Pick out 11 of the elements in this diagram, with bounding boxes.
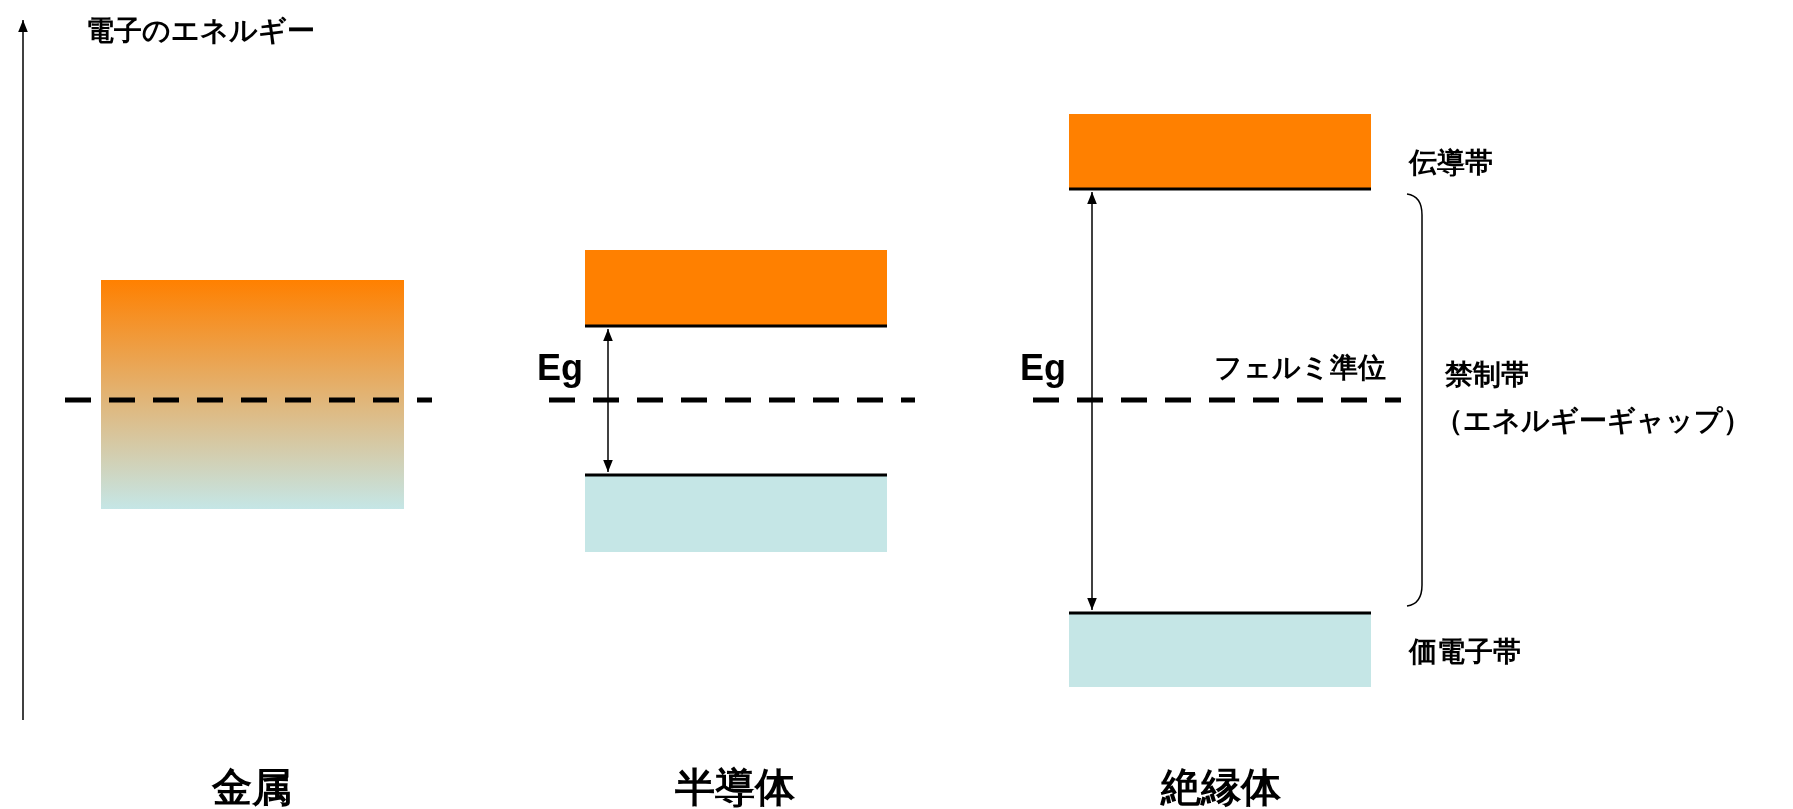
band-label: 伝導帯 [1409,149,1493,177]
fermi-level-label: フェルミ準位 [1214,354,1386,382]
gap-label: Eg [537,350,583,386]
band-label: （エネルギーギャップ） [1435,407,1751,435]
material-label: 半導体 [675,767,795,807]
material-label: 金属 [212,767,292,807]
material-label: 絶縁体 [1161,767,1281,807]
gap-label: Eg [1020,350,1066,386]
band-label: 禁制帯 [1445,361,1529,389]
band-label: 価電子帯 [1409,638,1521,666]
axis-label: 電子のエネルギー [86,17,315,45]
